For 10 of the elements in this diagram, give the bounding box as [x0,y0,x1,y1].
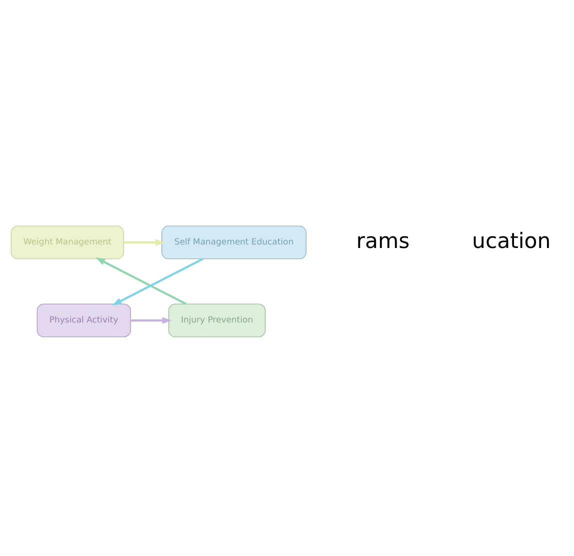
label: rams [356,228,410,254]
arrow [124,239,166,246]
arrow [96,257,186,305]
label: ucation [472,228,551,254]
node-box: Physical Activity [36,304,131,338]
node-box: Injury Prevention [168,304,266,338]
arrow [130,317,172,324]
node-box: Self Management Education [162,226,306,260]
node-box: Weight Management [10,226,124,260]
arrow [112,258,204,306]
